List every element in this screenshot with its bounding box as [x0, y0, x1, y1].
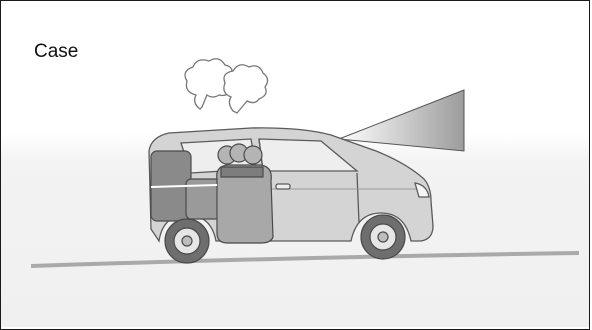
- case-label: Case: [34, 41, 78, 63]
- smoke-icon: [185, 59, 268, 113]
